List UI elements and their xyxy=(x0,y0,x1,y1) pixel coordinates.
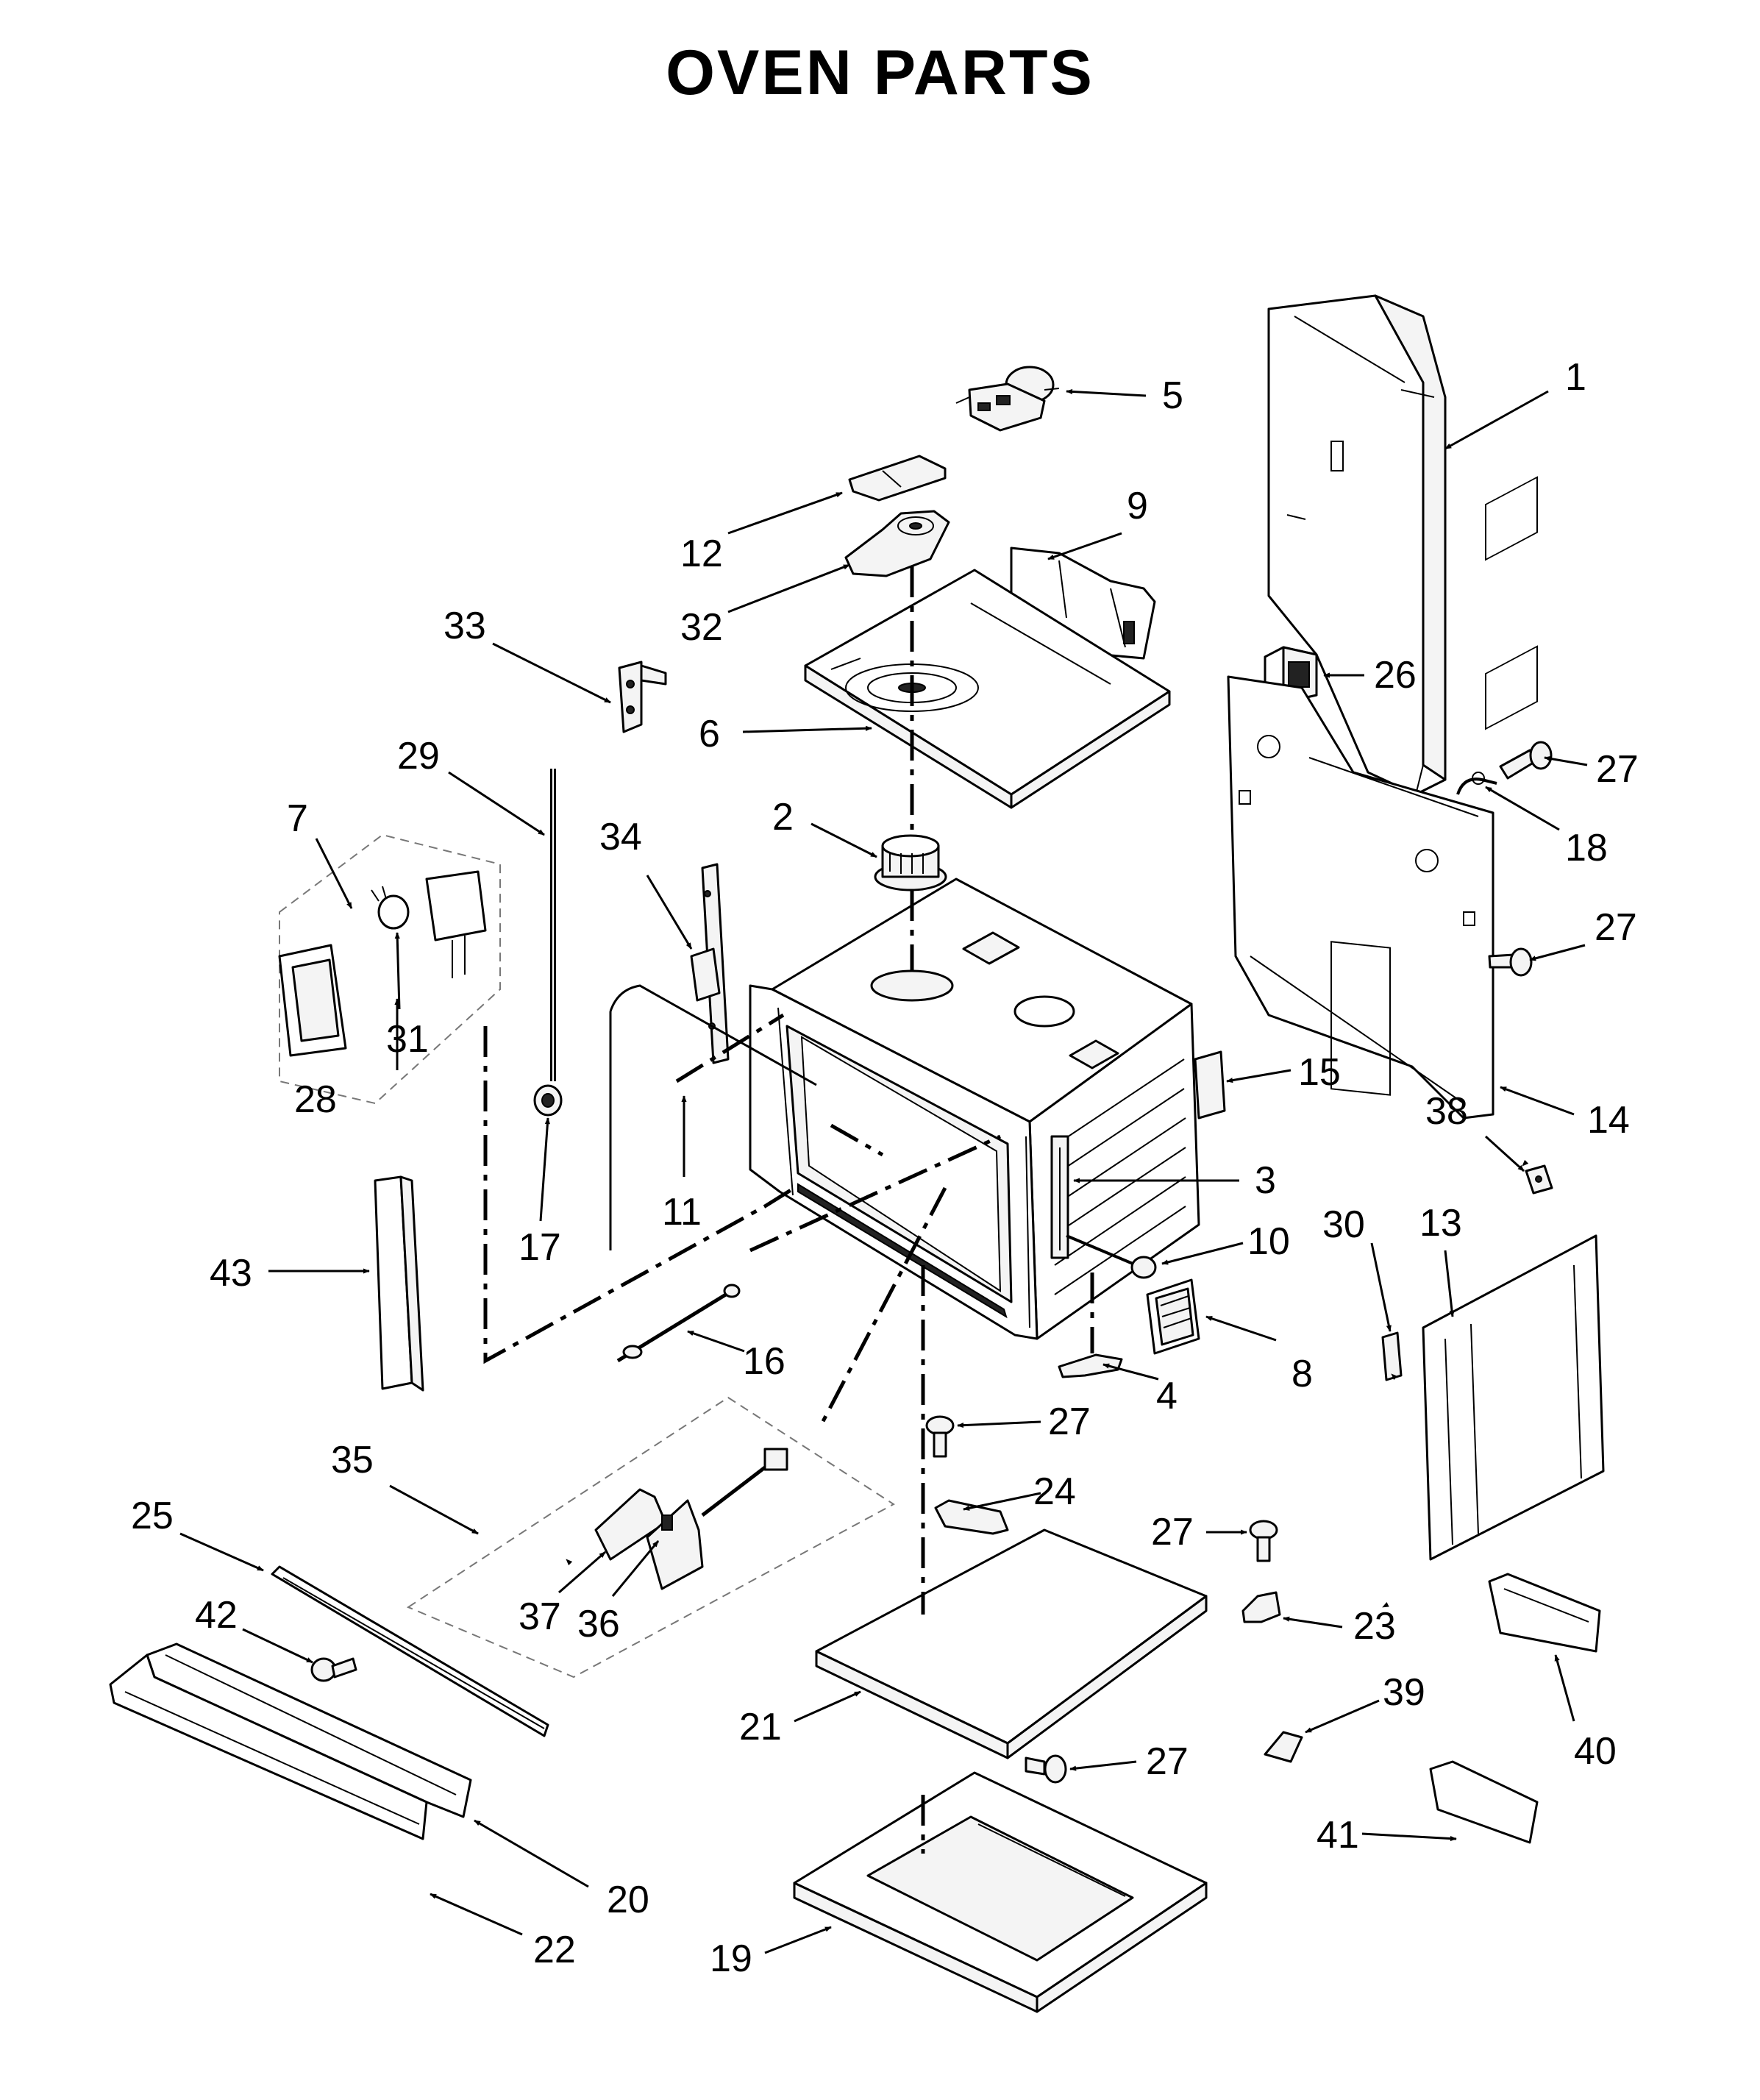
callout-32: 32 xyxy=(680,606,723,649)
part-34-door-hinge[interactable] xyxy=(690,863,730,1064)
leader-arrows xyxy=(179,388,1588,1954)
part-19-bottom-pan[interactable] xyxy=(793,1771,1208,2013)
part-1-rear-cover-panel[interactable] xyxy=(1267,294,1447,796)
part-36-latch-switch[interactable] xyxy=(646,1499,704,1590)
part-4-bracket[interactable] xyxy=(1058,1353,1123,1378)
callout-30: 30 xyxy=(1322,1203,1365,1246)
part-27-screw-c[interactable] xyxy=(925,1415,955,1458)
part-25-trim-rail[interactable] xyxy=(271,1565,549,1737)
callout-28: 28 xyxy=(294,1078,337,1121)
part-3-element[interactable] xyxy=(1050,1135,1069,1259)
part-17-plug[interactable] xyxy=(533,1084,563,1117)
part-38-clip[interactable] xyxy=(1525,1164,1553,1195)
callout-10: 10 xyxy=(1247,1220,1290,1263)
callout-23: 23 xyxy=(1353,1605,1396,1648)
part-27-screw-b[interactable] xyxy=(1488,947,1533,977)
part-7-light-assembly-group[interactable] xyxy=(278,833,501,1105)
part-37-cover[interactable] xyxy=(594,1488,667,1561)
part-15-side-bracket[interactable] xyxy=(1194,1050,1226,1120)
assembly-center-lines xyxy=(483,566,1094,1854)
callout-35: 35 xyxy=(331,1439,374,1481)
part-42-screw[interactable] xyxy=(310,1657,357,1682)
part-30-bracket[interactable] xyxy=(1381,1331,1403,1381)
callout-21: 21 xyxy=(739,1706,782,1748)
callout-40: 40 xyxy=(1574,1730,1617,1773)
part-39-bracket[interactable] xyxy=(1264,1731,1303,1763)
part-14-rear-wall-panel[interactable] xyxy=(1227,675,1494,1120)
part-12-top-bracket[interactable] xyxy=(848,455,947,502)
callout-25: 25 xyxy=(131,1495,174,1537)
callout-33: 33 xyxy=(443,605,486,647)
part-31-bulb[interactable] xyxy=(371,886,410,930)
part-28-lens-cover[interactable] xyxy=(278,944,347,1057)
part-24-bracket[interactable] xyxy=(934,1499,1009,1535)
part-40-panel[interactable] xyxy=(1488,1573,1601,1653)
callout-3: 3 xyxy=(1255,1159,1276,1202)
part-23-bracket[interactable] xyxy=(1241,1591,1281,1623)
callout-8: 8 xyxy=(1292,1353,1313,1395)
part-10-screw[interactable] xyxy=(1066,1234,1157,1279)
part-13-side-wrapper-panel[interactable] xyxy=(1422,476,1605,1561)
callout-13: 13 xyxy=(1419,1202,1462,1245)
callout-15: 15 xyxy=(1298,1051,1341,1094)
callout-18: 18 xyxy=(1565,827,1608,869)
part-41-bracket[interactable] xyxy=(1429,1760,1539,1844)
oven-cavity-main[interactable] xyxy=(749,878,1200,1340)
callout-19: 19 xyxy=(710,1937,752,1980)
callout-11: 11 xyxy=(662,1191,702,1234)
callout-38: 38 xyxy=(1425,1090,1468,1133)
callout-36: 36 xyxy=(577,1603,620,1645)
callout-labels: 1 2 3 4 5 6 7 8 9 10 11 12 13 14 15 16 1… xyxy=(131,356,1639,1980)
page-title: OVEN PARTS xyxy=(666,38,1094,108)
callout-20: 20 xyxy=(607,1879,649,1921)
part-27-screw-a[interactable] xyxy=(1499,741,1553,780)
part-11-element-wire[interactable] xyxy=(609,984,817,1250)
callout-4: 4 xyxy=(1156,1375,1178,1417)
part-5-motor-assembly[interactable] xyxy=(955,366,1060,432)
part-8-vent-filter[interactable] xyxy=(1146,1278,1200,1355)
part-18-clip[interactable] xyxy=(1456,772,1497,795)
callout-41: 41 xyxy=(1317,1814,1359,1857)
part-27-screw-e[interactable] xyxy=(1025,1754,1067,1784)
callout-6: 6 xyxy=(699,713,720,755)
callout-7: 7 xyxy=(287,797,308,840)
callout-31: 31 xyxy=(386,1018,429,1061)
part-6-top-panel[interactable] xyxy=(804,569,1171,809)
part-2-convection-blower[interactable] xyxy=(874,834,947,891)
callout-26: 26 xyxy=(1374,654,1417,697)
callout-5: 5 xyxy=(1162,374,1183,417)
callout-24: 24 xyxy=(1033,1470,1076,1513)
part-27-screw-d[interactable] xyxy=(1249,1520,1278,1562)
part-9-rear-duct[interactable] xyxy=(1010,547,1156,660)
callout-27b: 27 xyxy=(1595,906,1637,949)
callout-39: 39 xyxy=(1383,1671,1425,1714)
part-22-lower-trim[interactable] xyxy=(109,1654,428,1840)
callout-1: 1 xyxy=(1565,356,1586,399)
part-16-sensor-probe[interactable] xyxy=(616,1284,741,1363)
callout-27d: 27 xyxy=(1151,1511,1194,1553)
part-32-blower-bracket[interactable] xyxy=(844,510,950,577)
callout-17: 17 xyxy=(519,1226,561,1269)
callout-27e: 27 xyxy=(1146,1740,1189,1783)
callout-34: 34 xyxy=(599,816,642,858)
callout-2: 2 xyxy=(772,796,794,839)
part-33-hinge-receptacle[interactable] xyxy=(618,661,667,733)
callout-22: 22 xyxy=(533,1929,576,1971)
callout-12: 12 xyxy=(680,533,723,575)
part-43-side-trim[interactable] xyxy=(374,1175,424,1392)
part-35-latch-assembly-group[interactable] xyxy=(406,1396,895,1679)
part-21-bottom-panel[interactable] xyxy=(815,1528,1208,1759)
callout-43: 43 xyxy=(210,1252,252,1295)
callout-16: 16 xyxy=(743,1340,785,1383)
callout-27c: 27 xyxy=(1048,1400,1091,1443)
callout-14: 14 xyxy=(1587,1099,1630,1142)
callout-37: 37 xyxy=(519,1595,561,1638)
callout-29: 29 xyxy=(397,735,440,777)
callout-42: 42 xyxy=(195,1594,238,1637)
callout-9: 9 xyxy=(1127,485,1148,527)
callout-27a: 27 xyxy=(1596,748,1639,791)
